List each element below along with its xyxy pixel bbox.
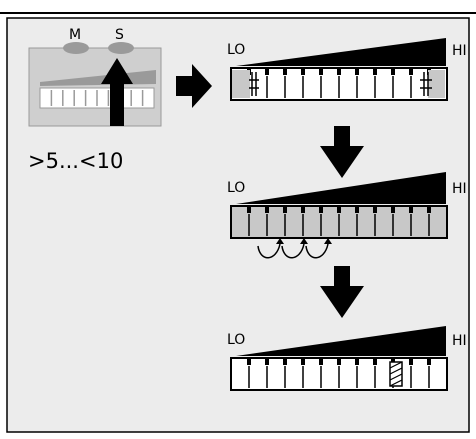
scale-3-segment-tick xyxy=(427,359,431,365)
button-m xyxy=(63,42,89,54)
scale-1-lo-label: LO xyxy=(227,42,245,58)
scale-1-segment-tick xyxy=(337,69,341,75)
device-body xyxy=(28,47,162,127)
scale-3-selected-marker xyxy=(389,361,403,387)
scale-3-segments xyxy=(247,359,431,388)
scale-3-segment-tick xyxy=(319,359,323,365)
scale-2: LO HI xyxy=(227,172,467,259)
button-s xyxy=(108,42,134,54)
scale-1-segment-tick xyxy=(301,69,305,75)
scale-2-segment-tick xyxy=(427,207,431,213)
scale-2-segment-tick xyxy=(265,207,269,213)
curved-arrow-heads xyxy=(276,238,332,244)
scale-1: LO HI xyxy=(227,38,467,101)
scale-2-ramp xyxy=(236,172,446,204)
scale-1-segment-tick xyxy=(265,69,269,75)
scale-2-segment-tick xyxy=(301,207,305,213)
scale-3-lo-label: LO xyxy=(227,332,245,348)
arrow-down-icon xyxy=(320,266,364,318)
scale-3-segment-tick xyxy=(265,359,269,365)
scale-2-segment-tick xyxy=(391,207,395,213)
scale-1-segment-tick xyxy=(319,69,323,75)
scale-2-segment-tick xyxy=(283,207,287,213)
scale-2-segment-tick xyxy=(337,207,341,213)
scale-1-segment-tick xyxy=(355,69,359,75)
scale-1-left-end-marker xyxy=(232,70,259,98)
scale-3-segment-tick xyxy=(373,359,377,365)
arrow-down-icon xyxy=(320,126,364,178)
range-text: >5...<10 xyxy=(28,149,123,173)
scale-1-hi-label: HI xyxy=(452,43,467,59)
scale-3-segment-tick xyxy=(355,359,359,365)
curved-arrow-icon xyxy=(257,243,329,259)
arrow-right-icon xyxy=(176,64,212,108)
scale-2-segment-tick xyxy=(355,207,359,213)
scale-1-ramp xyxy=(236,38,446,66)
scale-2-lo-label: LO xyxy=(227,180,245,196)
scale-3: LO HI xyxy=(227,326,467,391)
scale-3-segment-tick xyxy=(247,359,251,365)
scale-2-segments xyxy=(247,207,431,236)
scale-2-hi-label: HI xyxy=(452,181,467,197)
scale-3-segment-tick xyxy=(337,359,341,365)
scale-1-segment-tick xyxy=(409,69,413,75)
scale-2-segment-tick xyxy=(373,207,377,213)
scale-1-segment-tick xyxy=(373,69,377,75)
device-illustration: M S >5...<10 xyxy=(28,27,162,173)
hand-icon xyxy=(101,58,133,126)
scale-3-segment-tick xyxy=(409,359,413,365)
button-s-label: S xyxy=(115,27,124,43)
scale-3-hi-label: HI xyxy=(452,333,467,349)
button-m-label: M xyxy=(69,27,81,43)
scale-2-segment-tick xyxy=(319,207,323,213)
scale-1-segment-tick xyxy=(283,69,287,75)
scale-1-right-end-marker xyxy=(420,70,445,98)
scale-2-segment-tick xyxy=(409,207,413,213)
scale-3-segment-tick xyxy=(301,359,305,365)
scale-2-segment-tick xyxy=(247,207,251,213)
scale-3-ramp xyxy=(236,326,446,356)
scale-1-segment-tick xyxy=(391,69,395,75)
scale-3-segment-tick xyxy=(283,359,287,365)
